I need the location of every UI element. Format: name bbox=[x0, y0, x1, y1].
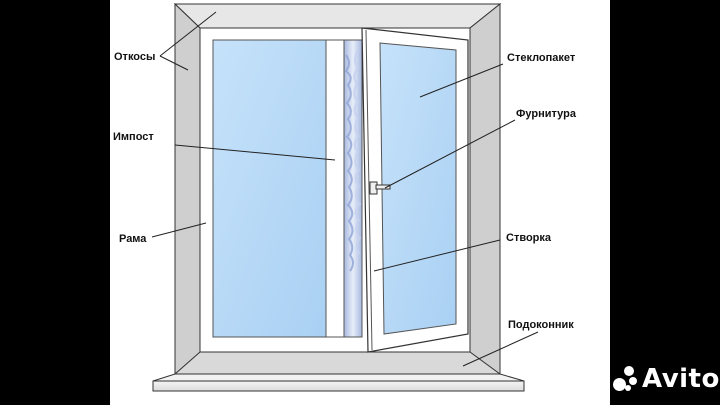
reveal-top bbox=[173, 3, 502, 29]
avito-watermark: Avito bbox=[613, 364, 720, 394]
label-steklopaket: Стеклопакет bbox=[507, 52, 576, 64]
letterbox-right bbox=[610, 0, 720, 405]
label-podokonnik: Подоконник bbox=[508, 319, 574, 331]
leader-rama bbox=[151, 222, 207, 238]
avito-logo-icon bbox=[613, 366, 639, 392]
leader-otkosy-1 bbox=[159, 11, 217, 57]
label-otkosy: Откосы bbox=[114, 51, 155, 63]
left-glass bbox=[212, 39, 327, 338]
sill-front bbox=[152, 380, 525, 392]
leader-podokonnik bbox=[462, 331, 539, 367]
impost-texture bbox=[343, 39, 363, 338]
impost-bar bbox=[325, 39, 345, 338]
label-impost: Импост bbox=[113, 131, 154, 143]
impost-pattern-2 bbox=[353, 49, 362, 255]
sash-glass bbox=[379, 42, 457, 335]
label-furnitura: Фурнитура bbox=[516, 108, 577, 120]
sash-inner-edge bbox=[365, 29, 373, 351]
avito-watermark-text: Avito bbox=[642, 364, 720, 394]
sill-top bbox=[152, 373, 525, 382]
leader-stvorka bbox=[373, 239, 501, 272]
leader-steklopaket bbox=[419, 63, 504, 98]
letterbox-left bbox=[0, 0, 110, 405]
leader-otkosy-2 bbox=[159, 55, 189, 71]
leader-impost bbox=[174, 144, 336, 161]
reveal-left bbox=[174, 2, 201, 376]
handle-lever bbox=[375, 184, 391, 190]
leader-furnitura bbox=[384, 119, 516, 189]
label-rama: Рама bbox=[119, 233, 147, 245]
reveal-right bbox=[469, 2, 501, 375]
label-stvorka: Створка bbox=[506, 232, 552, 244]
impost-pattern bbox=[344, 54, 354, 272]
